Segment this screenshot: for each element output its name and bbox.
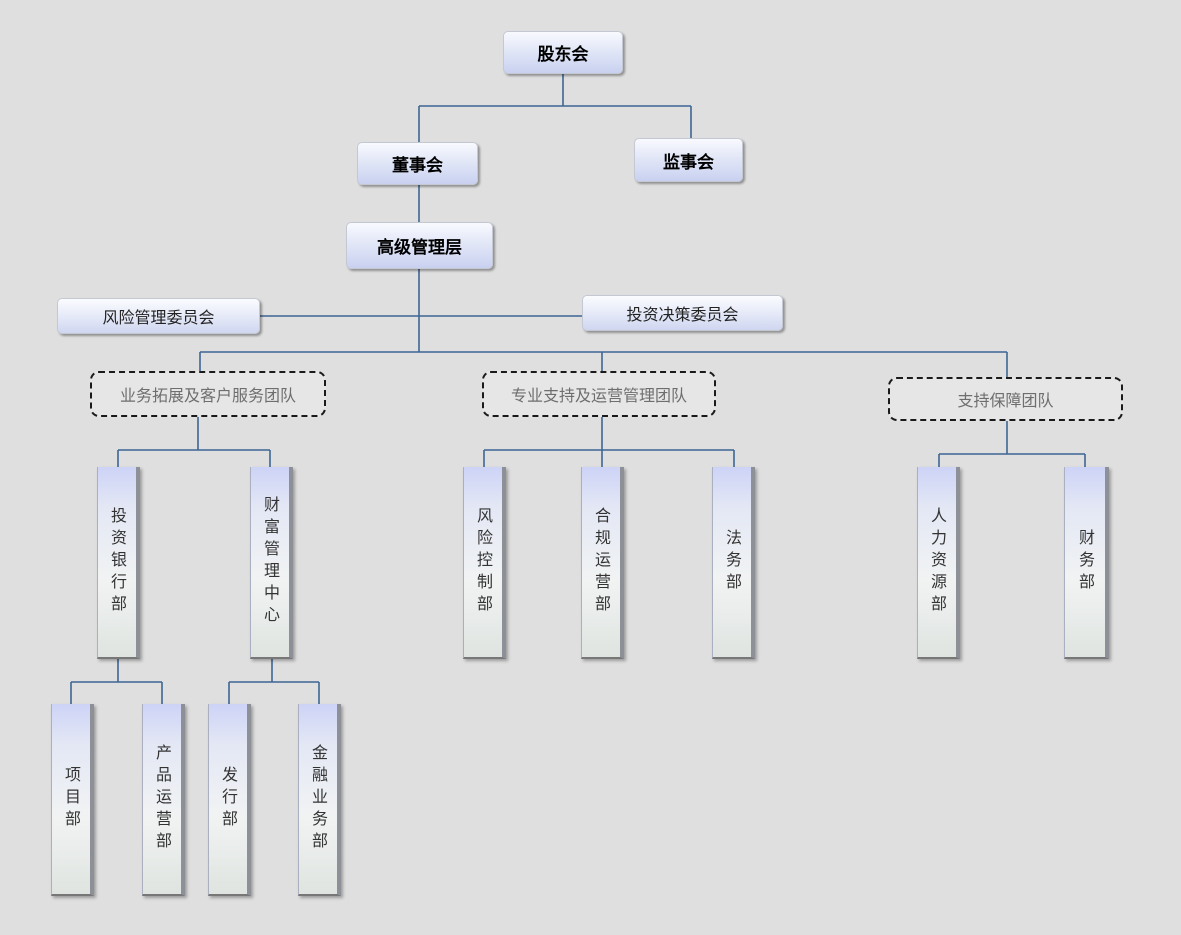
risk-committee-box: 风险管理委员会 [57, 298, 260, 334]
business-team-label: 业务拓展及客户服务团队 [119, 386, 296, 405]
compliance-operations-dept-label: 合规运营部 [592, 507, 611, 617]
senior-management-box: 高级管理层 [346, 222, 493, 269]
risk-committee-label: 风险管理委员会 [102, 308, 215, 327]
business-team-box: 业务拓展及客户服务团队 [90, 371, 326, 417]
risk-control-dept: 风险控制部 [463, 467, 506, 659]
investment-banking-dept: 投资银行部 [97, 467, 140, 659]
risk-control-dept-label: 风险控制部 [474, 507, 493, 617]
financial-business-dept-label: 金融业务部 [309, 744, 328, 854]
senior-management-label: 高级管理层 [377, 238, 462, 258]
issuance-dept: 发行部 [208, 704, 251, 896]
board-of-directors-box: 董事会 [357, 142, 478, 185]
operations-team-label: 专业支持及运营管理团队 [510, 386, 687, 405]
shareholders-meeting-box: 股东会 [503, 31, 623, 74]
finance-dept-label: 财务部 [1076, 529, 1095, 595]
operations-team-box: 专业支持及运营管理团队 [482, 371, 716, 417]
investment-committee-label: 投资决策委员会 [626, 305, 739, 324]
project-dept: 项目部 [51, 704, 94, 896]
project-dept-label: 项目部 [62, 766, 81, 832]
financial-business-dept: 金融业务部 [298, 704, 341, 896]
legal-dept-label: 法务部 [723, 529, 742, 595]
support-team-box: 支持保障团队 [888, 377, 1123, 421]
issuance-dept-label: 发行部 [219, 766, 238, 832]
supervisory-board-label: 监事会 [663, 152, 714, 173]
legal-dept: 法务部 [712, 467, 755, 659]
product-operations-dept: 产品运营部 [142, 704, 185, 896]
human-resources-dept: 人力资源部 [917, 467, 960, 659]
investment-committee-box: 投资决策委员会 [582, 295, 783, 331]
shareholders-meeting-label: 股东会 [537, 45, 589, 65]
wealth-management-center: 财富管理中心 [250, 467, 293, 659]
product-operations-dept-label: 产品运营部 [153, 744, 172, 854]
support-team-label: 支持保障团队 [957, 391, 1054, 410]
human-resources-dept-label: 人力资源部 [928, 507, 947, 617]
finance-dept: 财务部 [1064, 467, 1109, 659]
compliance-operations-dept: 合规运营部 [581, 467, 624, 659]
supervisory-board-box: 监事会 [634, 138, 743, 182]
investment-banking-dept-label: 投资银行部 [108, 507, 127, 617]
board-of-directors-label: 董事会 [392, 156, 443, 176]
wealth-management-center-label: 财富管理中心 [261, 496, 280, 628]
